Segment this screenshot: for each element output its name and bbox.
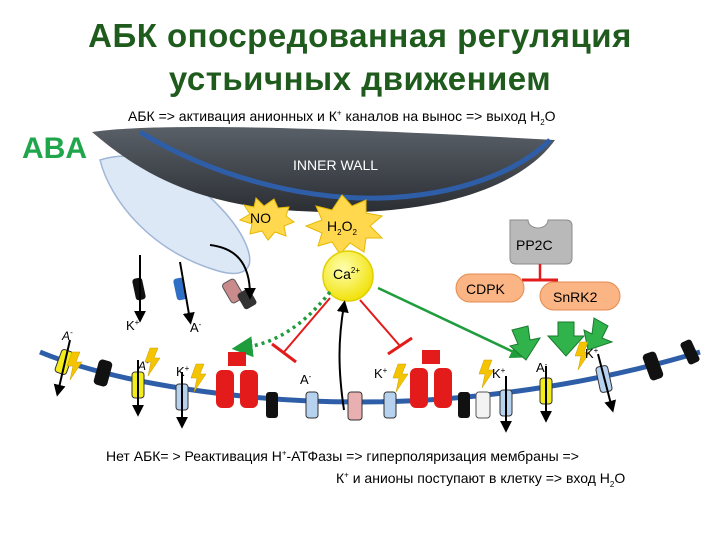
title-line-2: устьичных движением (168, 60, 552, 97)
ion-a-5: A- (536, 360, 548, 375)
subtitle-text-end: О (544, 108, 556, 124)
channel-blue-3 (383, 391, 397, 419)
green-arrow-2 (546, 321, 586, 357)
bottom-l1-pre: Нет АБК= > Реактивация Н (106, 448, 282, 464)
snrk2-node (539, 281, 621, 311)
bottom-l2-sub: 2 (609, 479, 615, 489)
pump-red-1-right (240, 370, 258, 408)
ion-a-1: A- (61, 328, 73, 343)
cdpk-label: CDPK (466, 281, 506, 297)
cdpk-node (455, 273, 525, 303)
bottom-text-line-1: Нет АБК= > Реактивация Н+-АТФазы => гипе… (106, 448, 579, 464)
ion-a-4: A- (300, 372, 312, 387)
title: АБК опосредованная регуляция устьичных д… (0, 14, 720, 100)
pump-red-1-left (216, 370, 234, 408)
bottom-l2-pre: К (336, 470, 345, 486)
bolt-2 (144, 347, 161, 377)
ion-k-5: K+ (585, 346, 599, 361)
bottom-l1-post: -АТФазы => гиперполяризация мембраны => (286, 448, 579, 464)
ion-a-2: A- (190, 320, 202, 335)
subtitle-sup: + (336, 108, 342, 118)
channel-black-4 (642, 351, 664, 381)
pump-red-2-left (410, 368, 428, 408)
calcium-to-kinase-arrow (377, 286, 526, 358)
calcium-label: Ca2+ (333, 266, 360, 282)
channel-blue-2 (305, 391, 319, 419)
snrk2-label: SnRK2 (553, 289, 598, 305)
ion-k-3: K+ (374, 366, 388, 381)
tonoplast-curved-arrow (209, 244, 256, 300)
green-arrow-1 (508, 325, 542, 361)
bottom-text-line-2: К+ и анионы поступают в клетку => вход Н… (336, 470, 625, 489)
no-label: NO (250, 210, 271, 226)
subtitle-sub: 2 (540, 117, 545, 127)
bottom-l2-post: О (614, 470, 626, 486)
green-kinase-arrows (508, 317, 614, 361)
channel-arrow-6 (597, 353, 617, 413)
subtitle-text: АБК => активация анионных и К (128, 108, 337, 124)
channel-arrow-1 (53, 339, 71, 397)
bolt-1 (66, 351, 83, 381)
bolt-3 (190, 363, 207, 393)
lightning-bolts (66, 341, 591, 393)
h2o2-label: H2O2 (327, 218, 357, 237)
bottom-l2-mid: и анионы поступают в клетку => вход Н (348, 470, 610, 486)
channel-black-3 (458, 392, 470, 418)
subtitle-text-mid: каналов на вынос => выход Н (341, 108, 541, 124)
bottom-l1-sup: + (281, 448, 287, 458)
pp2c-label: PP2C (516, 237, 553, 253)
green-arrow-3 (583, 317, 614, 351)
channel-black-5 (680, 339, 700, 365)
ion-k-2: K+ (176, 364, 190, 379)
calcium-inhibition (271, 297, 413, 364)
bolt-6 (574, 341, 591, 371)
tonoplast-arrow-2 (179, 261, 195, 325)
pump-red-1-top (228, 352, 246, 366)
inner-wall-edge (138, 129, 552, 201)
subtitle: АБК => активация анионных и К+ каналов н… (128, 108, 556, 127)
aba-label: ABA (22, 132, 87, 165)
ion-labels: A- K+ A- A- K+ A- K+ K+ A- K+ (61, 318, 599, 387)
title-line-1: АБК опосредованная регуляция (88, 17, 632, 54)
calcium-to-channel-arrow (231, 290, 332, 358)
channel-pink (347, 391, 363, 421)
membrane-channels (53, 339, 700, 433)
bolt-4 (392, 363, 409, 393)
h2o2-burst (304, 194, 384, 255)
pp2c-node (509, 219, 573, 265)
inhibit-line-left (283, 297, 331, 353)
tonoplast-channels (132, 244, 257, 325)
channel-white (475, 391, 491, 419)
inhibit-bar-right (387, 336, 413, 356)
membrane-up-arrow (336, 300, 349, 411)
ion-k-4: K+ (492, 366, 506, 381)
ion-k-1: K+ (126, 318, 140, 333)
pump-red-2-top (422, 350, 440, 364)
inhibit-line-right (359, 299, 401, 347)
inhibit-bar-left (271, 342, 297, 364)
pump-red-2-right (434, 368, 452, 408)
inner-wall-label: INNER WALL (293, 157, 378, 173)
ion-a-3: A- (137, 358, 149, 373)
bolt-5 (478, 359, 495, 389)
channel-black-1 (93, 359, 113, 387)
bottom-l2-sup: + (344, 470, 349, 480)
no-burst (238, 197, 296, 241)
channel-black-2 (266, 392, 278, 418)
